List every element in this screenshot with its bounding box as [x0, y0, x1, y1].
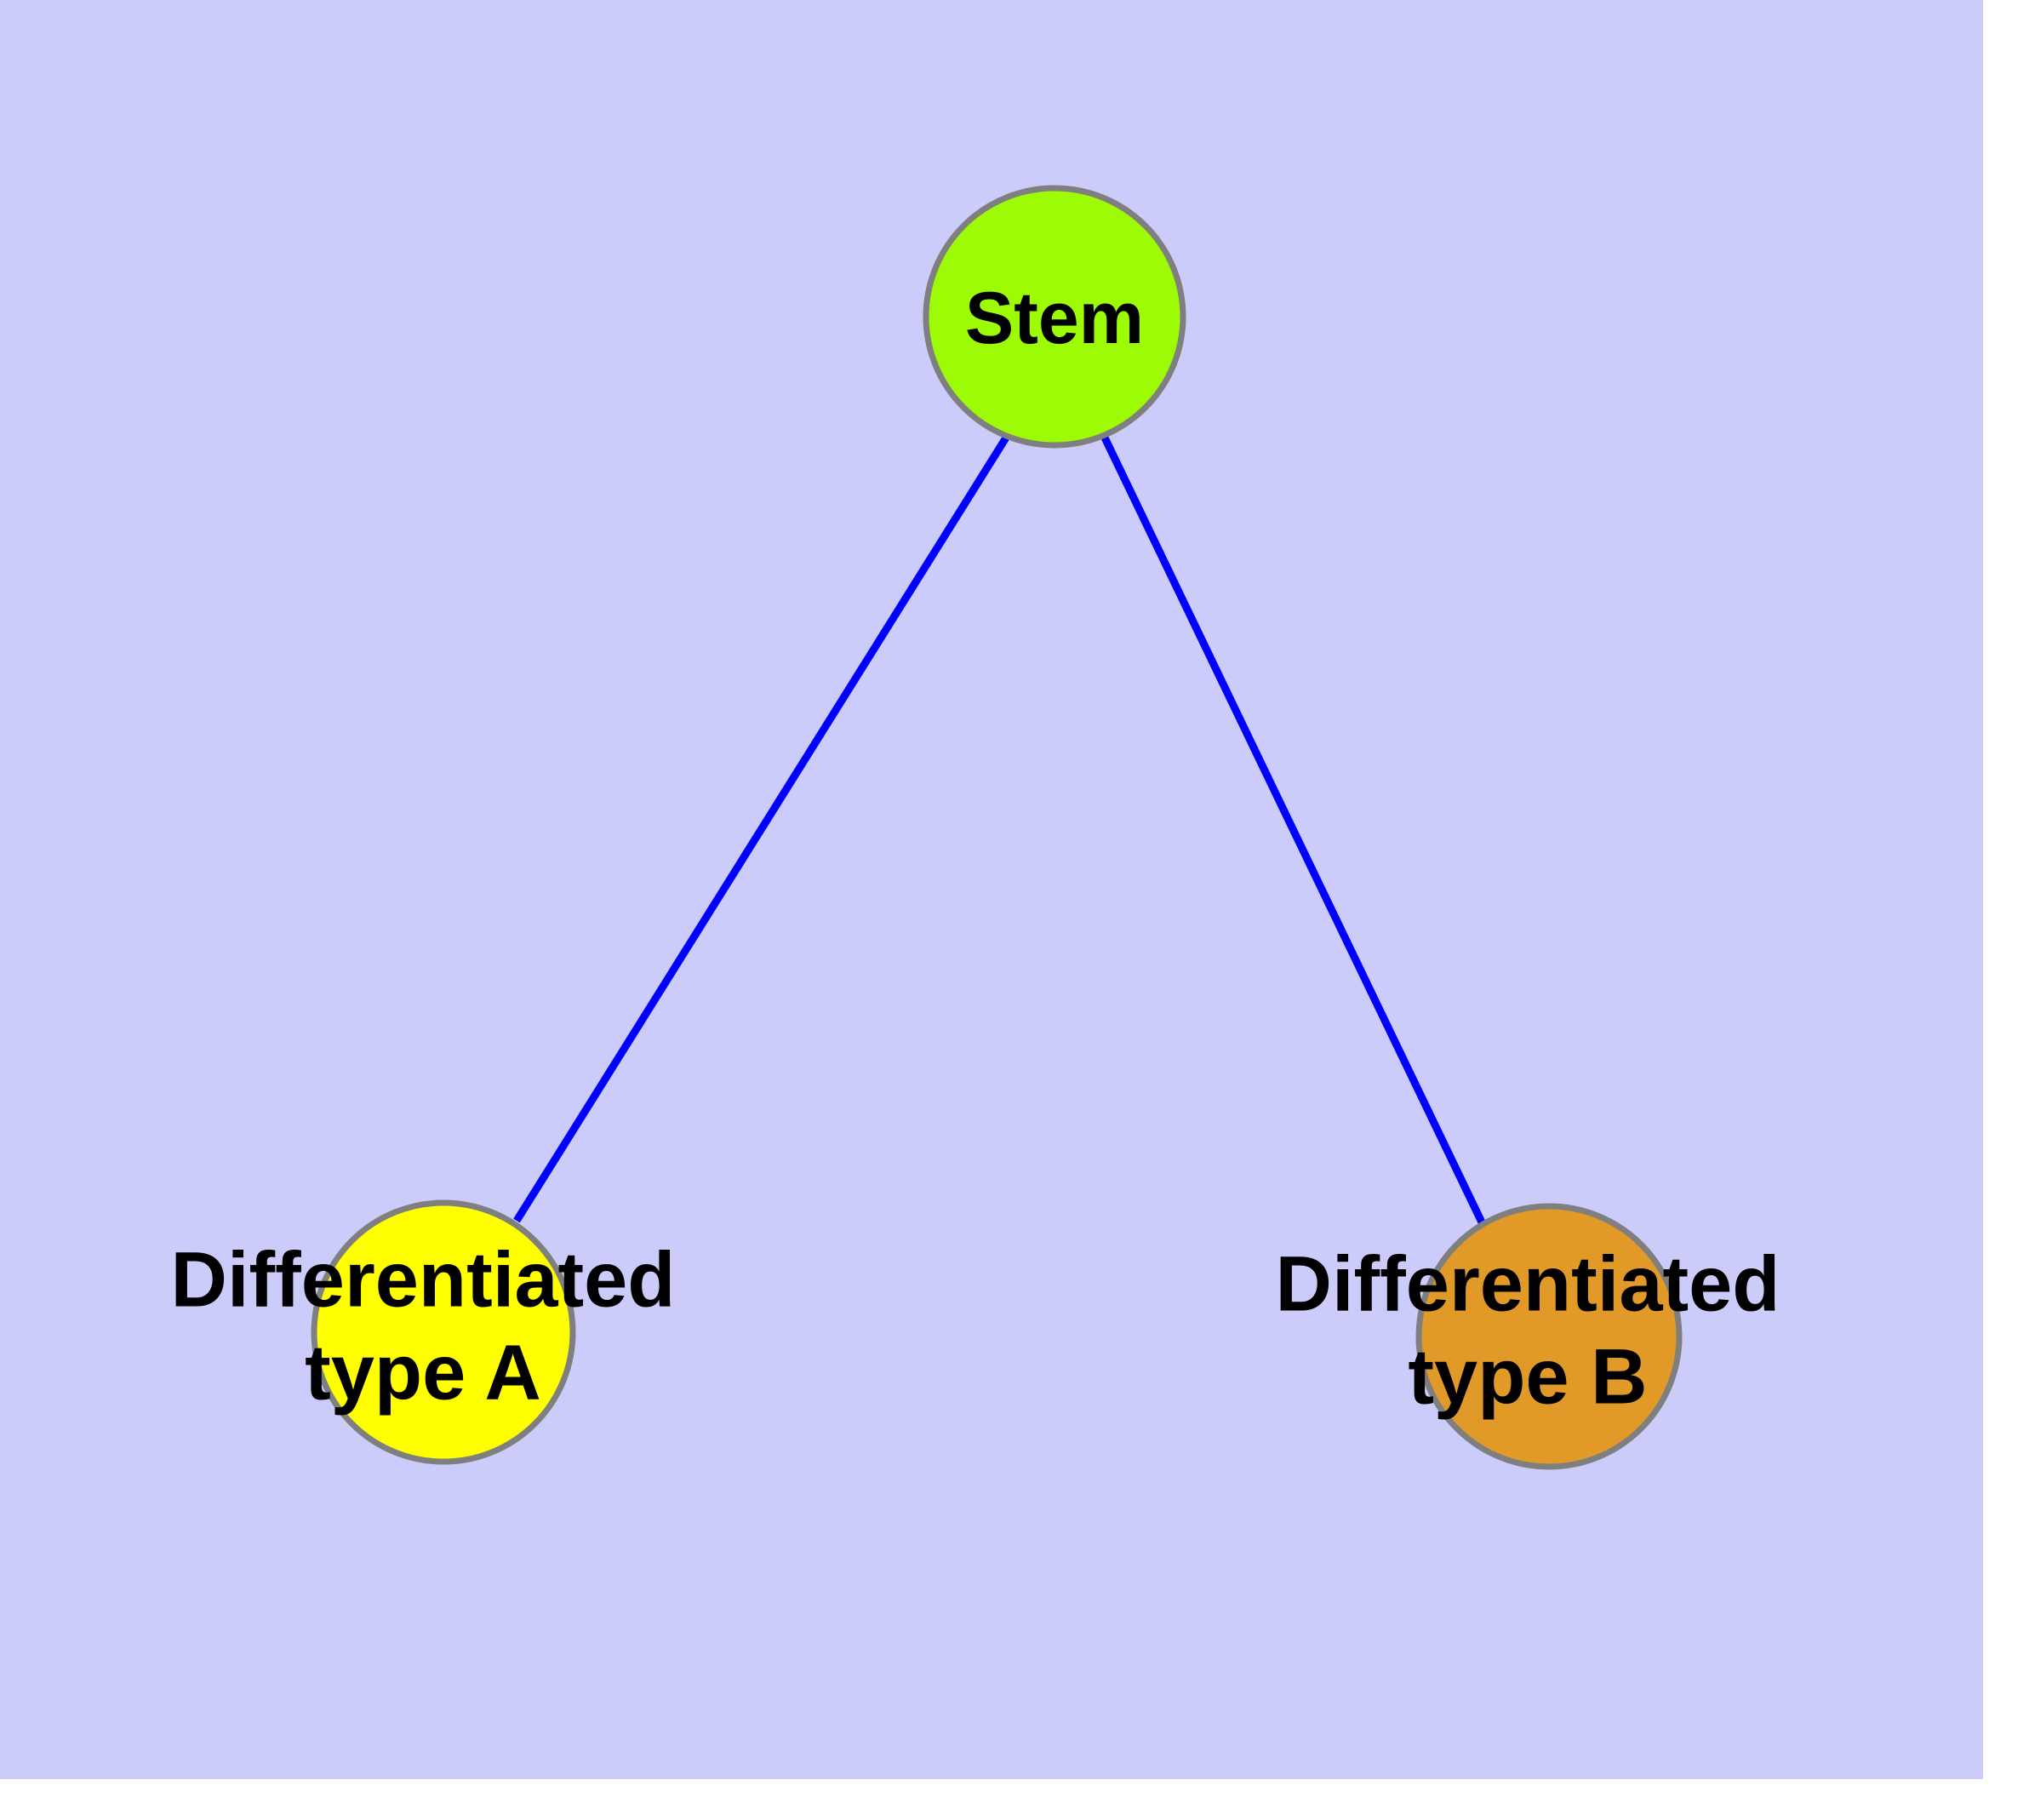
edge-stem-to-diff-a[interactable]: [513, 432, 1011, 1223]
node-stem[interactable]: Stem: [923, 185, 1186, 449]
edge-stem-to-diff-b[interactable]: [1100, 434, 1489, 1229]
edge-layer: [513, 432, 1489, 1229]
node-circle-diff-b[interactable]: [1415, 1203, 1683, 1470]
node-circle-diff-a[interactable]: [311, 1199, 576, 1465]
node-label-stem: Stem: [965, 278, 1144, 359]
node-circle-stem[interactable]: [923, 185, 1186, 449]
